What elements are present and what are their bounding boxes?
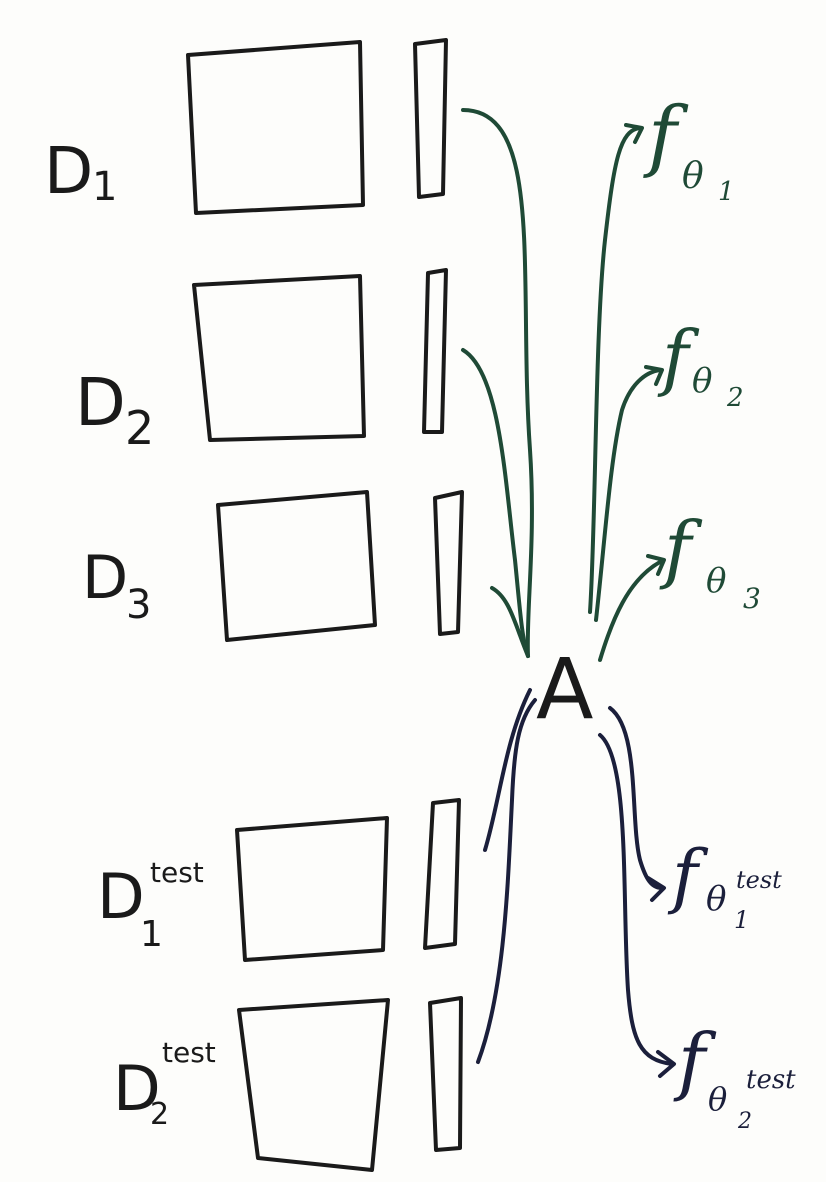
label-f2-test-sub: 2 xyxy=(737,1109,752,1134)
training-output-arrows xyxy=(588,123,666,662)
label-d2-test: D test 2 xyxy=(113,1036,216,1132)
arrow-head-f2-test xyxy=(656,1050,676,1078)
dataset-box-d1 xyxy=(186,38,448,215)
algorithm-label: A xyxy=(536,640,593,738)
arrow-head-f2 xyxy=(644,365,664,386)
label-f2-sub: 2 xyxy=(726,383,744,413)
label-f-theta-2-test: f θ test 2 xyxy=(673,1018,796,1134)
label-d1-test-main: D xyxy=(97,860,145,933)
label-f3-param: θ xyxy=(706,561,726,601)
dataset-box-d2 xyxy=(192,268,448,442)
label-d1-test: D test 1 xyxy=(97,856,204,955)
label-f1-param: θ xyxy=(682,156,704,197)
arrow-head-f1-test xyxy=(646,876,666,902)
label-f1-test-sub: 1 xyxy=(734,906,749,934)
arrow-d1-test-to-a xyxy=(483,688,532,852)
label-d1-test-sup: test xyxy=(150,856,204,889)
label-d3: D 3 xyxy=(82,543,151,628)
dataset-box-d1-test xyxy=(235,798,461,962)
label-f1-test-main: f xyxy=(667,835,709,917)
arrow-a-to-f2 xyxy=(594,368,662,622)
label-d2-main: D xyxy=(75,364,126,441)
label-d2: D 2 xyxy=(75,364,154,455)
label-d3-main: D xyxy=(82,543,128,613)
label-f3-sub: 3 xyxy=(743,582,761,615)
arrow-a-to-f1-test xyxy=(608,706,664,890)
label-d1-test-sub: 1 xyxy=(140,914,163,955)
label-f-theta-1-test: f θ test 1 xyxy=(667,835,782,934)
label-d2-sub: 2 xyxy=(125,401,154,455)
dataset-box-d2-test xyxy=(237,996,463,1172)
label-f-theta-2: f θ 2 xyxy=(657,315,744,413)
label-d2-test-main: D xyxy=(113,1052,161,1125)
label-f3-main: f xyxy=(659,506,703,592)
label-f2-test-param: θ xyxy=(708,1080,727,1118)
label-d1: D 1 xyxy=(44,135,117,210)
label-f-theta-3: f θ 3 xyxy=(659,506,761,615)
arrow-d2-test-to-a xyxy=(476,698,537,1064)
arrow-d1-to-a xyxy=(461,108,534,658)
arrow-a-to-f2-test xyxy=(598,733,674,1066)
label-d1-main: D xyxy=(44,135,93,209)
arrow-d2-to-a xyxy=(461,348,530,658)
label-f2-test-sup: test xyxy=(746,1065,796,1095)
algorithm-node: A xyxy=(536,640,593,738)
test-input-arrows xyxy=(476,688,537,1064)
dataset-box-d3 xyxy=(216,490,464,642)
arrow-head-f1 xyxy=(624,123,644,144)
label-d1-sub: 1 xyxy=(92,164,117,210)
label-d2-test-sup: test xyxy=(162,1036,216,1069)
arrow-head-f3 xyxy=(646,554,666,576)
label-f1-test-sup: test xyxy=(736,866,782,894)
label-f-theta-1: f θ 1 xyxy=(643,91,735,207)
label-d3-sub: 3 xyxy=(126,582,151,628)
training-input-arrows xyxy=(461,108,534,658)
label-d2-test-sub: 2 xyxy=(150,1097,169,1132)
arrow-d3-to-a xyxy=(490,586,530,658)
arrow-a-to-f1 xyxy=(588,126,642,614)
test-output-arrows xyxy=(598,706,676,1078)
arrow-a-to-f3 xyxy=(598,560,662,662)
label-f1-sub: 1 xyxy=(718,177,735,207)
label-f2-param: θ xyxy=(692,361,712,401)
label-f1-test-param: θ xyxy=(706,879,726,919)
